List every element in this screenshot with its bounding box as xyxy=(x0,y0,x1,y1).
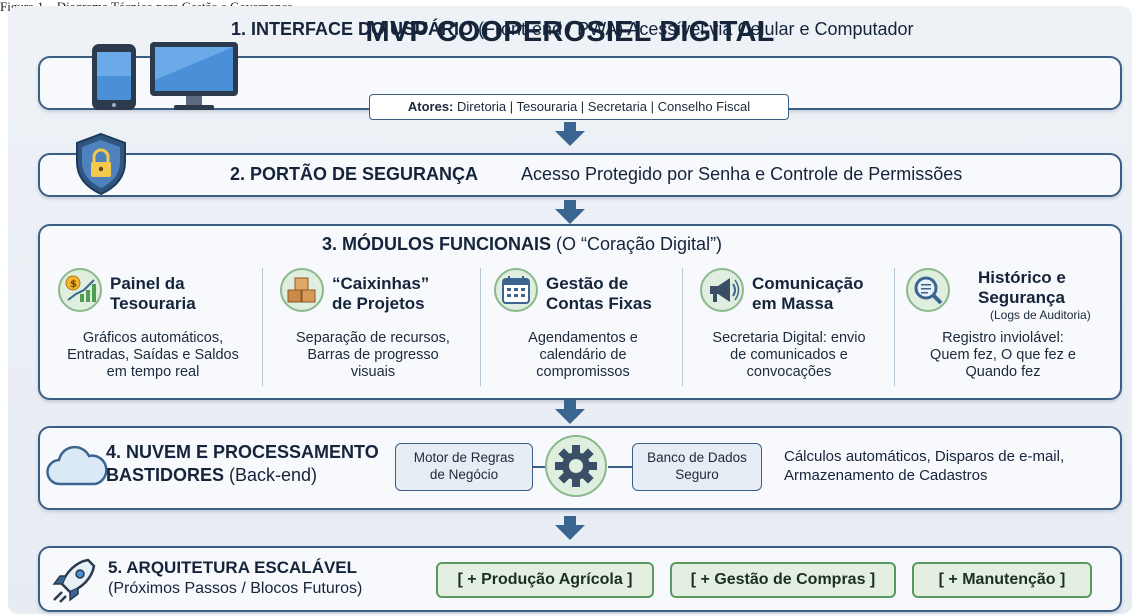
module-desc-line2: Quem fez, O que fez e xyxy=(930,347,1076,363)
megaphone-icon xyxy=(700,268,744,312)
functional-modules-subtitle: (O “Coração Digital”) xyxy=(551,234,723,254)
diagram-title: MVP COOPEROSIEL DIGITAL xyxy=(365,16,775,48)
desktop-monitor-icon xyxy=(150,42,238,110)
cloud-backend-title: 4. NUVEM E PROCESSAMENTO xyxy=(106,442,379,462)
module-desc-line1: Agendamentos e xyxy=(528,330,638,346)
future-block-maintenance: [ + Manutenção ] xyxy=(912,562,1092,598)
module-desc-line2: Entradas, Saídas e Saldos xyxy=(67,347,239,363)
module-title-line1: Histórico e xyxy=(978,268,1066,287)
actors-label-box: Atores: Diretoria | Tesouraria | Secreta… xyxy=(369,94,789,120)
module-title-line2: Segurança xyxy=(978,288,1065,307)
scalable-architecture-subtitle: (Próximos Passos / Blocos Futuros) xyxy=(108,580,363,597)
module-description: Secretaria Digital: envio de comunicados… xyxy=(686,330,892,381)
module-title-line1: Gestão de xyxy=(546,274,629,293)
module-desc-line2: Barras de progresso xyxy=(307,347,439,363)
module-desc-line1: Gráficos automáticos, xyxy=(82,330,224,346)
module-title-line2: de Projetos xyxy=(332,294,425,313)
module-desc-line2: calendário de xyxy=(539,347,627,363)
calendar-icon xyxy=(494,268,538,312)
future-block-agricultural-production: [ + Produção Agrícola ] xyxy=(436,562,654,598)
module-desc-line3: Quando fez xyxy=(965,364,1041,380)
module-title-note: (Logs de Auditoria) xyxy=(990,308,1091,322)
flow-arrow-2 xyxy=(555,200,585,224)
business-rules-label-line1: Motor de Regras xyxy=(413,450,515,465)
module-desc-line1: Separação de recursos, xyxy=(296,330,450,346)
business-rules-label-line2: de Negócio xyxy=(429,467,499,482)
user-interface-heading: 1. INTERFACE DO USUÁRIO (Front-end / PWA… xyxy=(231,19,914,40)
module-title-line2: Tesouraria xyxy=(110,294,196,313)
shield-lock-icon xyxy=(76,132,126,196)
module-divider xyxy=(894,268,895,386)
future-block-purchase-management: [ + Gestão de Compras ] xyxy=(670,562,896,598)
module-title-line2: Contas Fixas xyxy=(546,294,652,313)
module-desc-line3: convocações xyxy=(746,364,832,380)
cloud-backend-subtitle-bold: BASTIDORES xyxy=(106,465,225,485)
gear-icon xyxy=(545,435,607,497)
flow-arrow-4 xyxy=(555,516,585,540)
module-title-line1: Comunicação xyxy=(752,274,864,293)
module-divider xyxy=(682,268,683,386)
cloud-backend-subtitle-rest: (Back-end) xyxy=(224,465,318,485)
secure-database-label-line1: Banco de Dados xyxy=(647,450,747,465)
security-gate-layer xyxy=(38,153,1122,197)
flow-arrow-1 xyxy=(555,122,585,146)
secure-database: Banco de Dados Seguro xyxy=(632,443,762,491)
module-desc-line3: compromissos xyxy=(536,364,630,380)
flow-arrow-3 xyxy=(555,400,585,424)
rocket-icon xyxy=(52,558,96,603)
functional-modules-layer xyxy=(38,224,1122,400)
functional-modules-title: 3. MÓDULOS FUNCIONAIS xyxy=(322,234,552,254)
module-project-boxes: “Caixinhas” de Projetos Separação de rec… xyxy=(270,264,476,390)
module-description: Gráficos automáticos, Entradas, Saídas e… xyxy=(48,330,258,381)
module-desc-line3: em tempo real xyxy=(106,364,200,380)
svg-text:$: $ xyxy=(70,279,77,290)
module-desc-line1: Secretaria Digital: envio xyxy=(712,330,866,346)
module-description: Registro inviolável: Quem fez, O que fez… xyxy=(898,330,1108,381)
scalable-architecture-title: 5. ARQUITETURA ESCALÁVEL xyxy=(108,558,358,577)
user-interface-title: 1. INTERFACE DO USUÁRIO xyxy=(231,19,474,39)
backend-description-line2: Armazenamento de Cadastros xyxy=(784,467,988,484)
actors-list: Diretoria | Tesouraria | Secretaria | Co… xyxy=(453,99,751,114)
secure-database-label-line2: Seguro xyxy=(675,467,719,482)
module-title-line2: em Massa xyxy=(752,294,834,313)
connector-line xyxy=(608,466,632,468)
security-gate-description: Acesso Protegido por Senha e Controle de… xyxy=(521,164,963,184)
module-divider xyxy=(262,268,263,386)
actors-label: Atores: xyxy=(407,99,454,114)
module-treasury-panel: $ Painel da Tesouraria Gráficos automáti… xyxy=(48,264,258,390)
boxes-icon xyxy=(280,268,324,312)
module-desc-line1: Registro inviolável: xyxy=(942,330,1064,346)
functional-modules-heading: 3. MÓDULOS FUNCIONAIS (O “Coração Digita… xyxy=(322,234,722,255)
security-gate-title: 2. PORTÃO DE SEGURANÇA xyxy=(230,164,479,184)
user-interface-description: (Front-end / PWA) Acessível via Celular … xyxy=(473,19,914,39)
module-description: Agendamentos e calendário de compromisso… xyxy=(486,330,680,381)
backend-description: Cálculos automáticos, Disparos de e-mail… xyxy=(784,447,1064,485)
cloud-icon xyxy=(46,445,108,486)
module-title-line1: Painel da xyxy=(110,274,185,293)
module-fixed-accounts: Gestão de Contas Fixas Agendamentos e ca… xyxy=(486,264,680,390)
connector-line xyxy=(533,466,547,468)
cloud-backend-subtitle: BASTIDORES (Back-end) xyxy=(106,465,317,486)
module-title-line1: “Caixinhas” xyxy=(332,274,430,293)
magnifier-document-icon xyxy=(906,268,950,312)
module-desc-line3: visuais xyxy=(350,364,396,380)
module-divider xyxy=(480,268,481,386)
module-mass-communication: Comunicação em Massa Secretaria Digital:… xyxy=(686,264,892,390)
module-history-security: Histórico e Segurança (Logs de Auditoria… xyxy=(898,264,1108,390)
finance-chart-icon: $ xyxy=(58,268,102,312)
module-description: Separação de recursos, Barras de progres… xyxy=(270,330,476,381)
backend-description-line1: Cálculos automáticos, Disparos de e-mail… xyxy=(784,448,1065,465)
module-desc-line2: de comunicados e xyxy=(730,347,848,363)
diagram-canvas: MVP COOPEROSIEL DIGITAL 1. INTERFACE DO … xyxy=(8,6,1132,614)
smartphone-icon xyxy=(92,44,136,110)
business-rules-engine: Motor de Regras de Negócio xyxy=(395,443,533,491)
